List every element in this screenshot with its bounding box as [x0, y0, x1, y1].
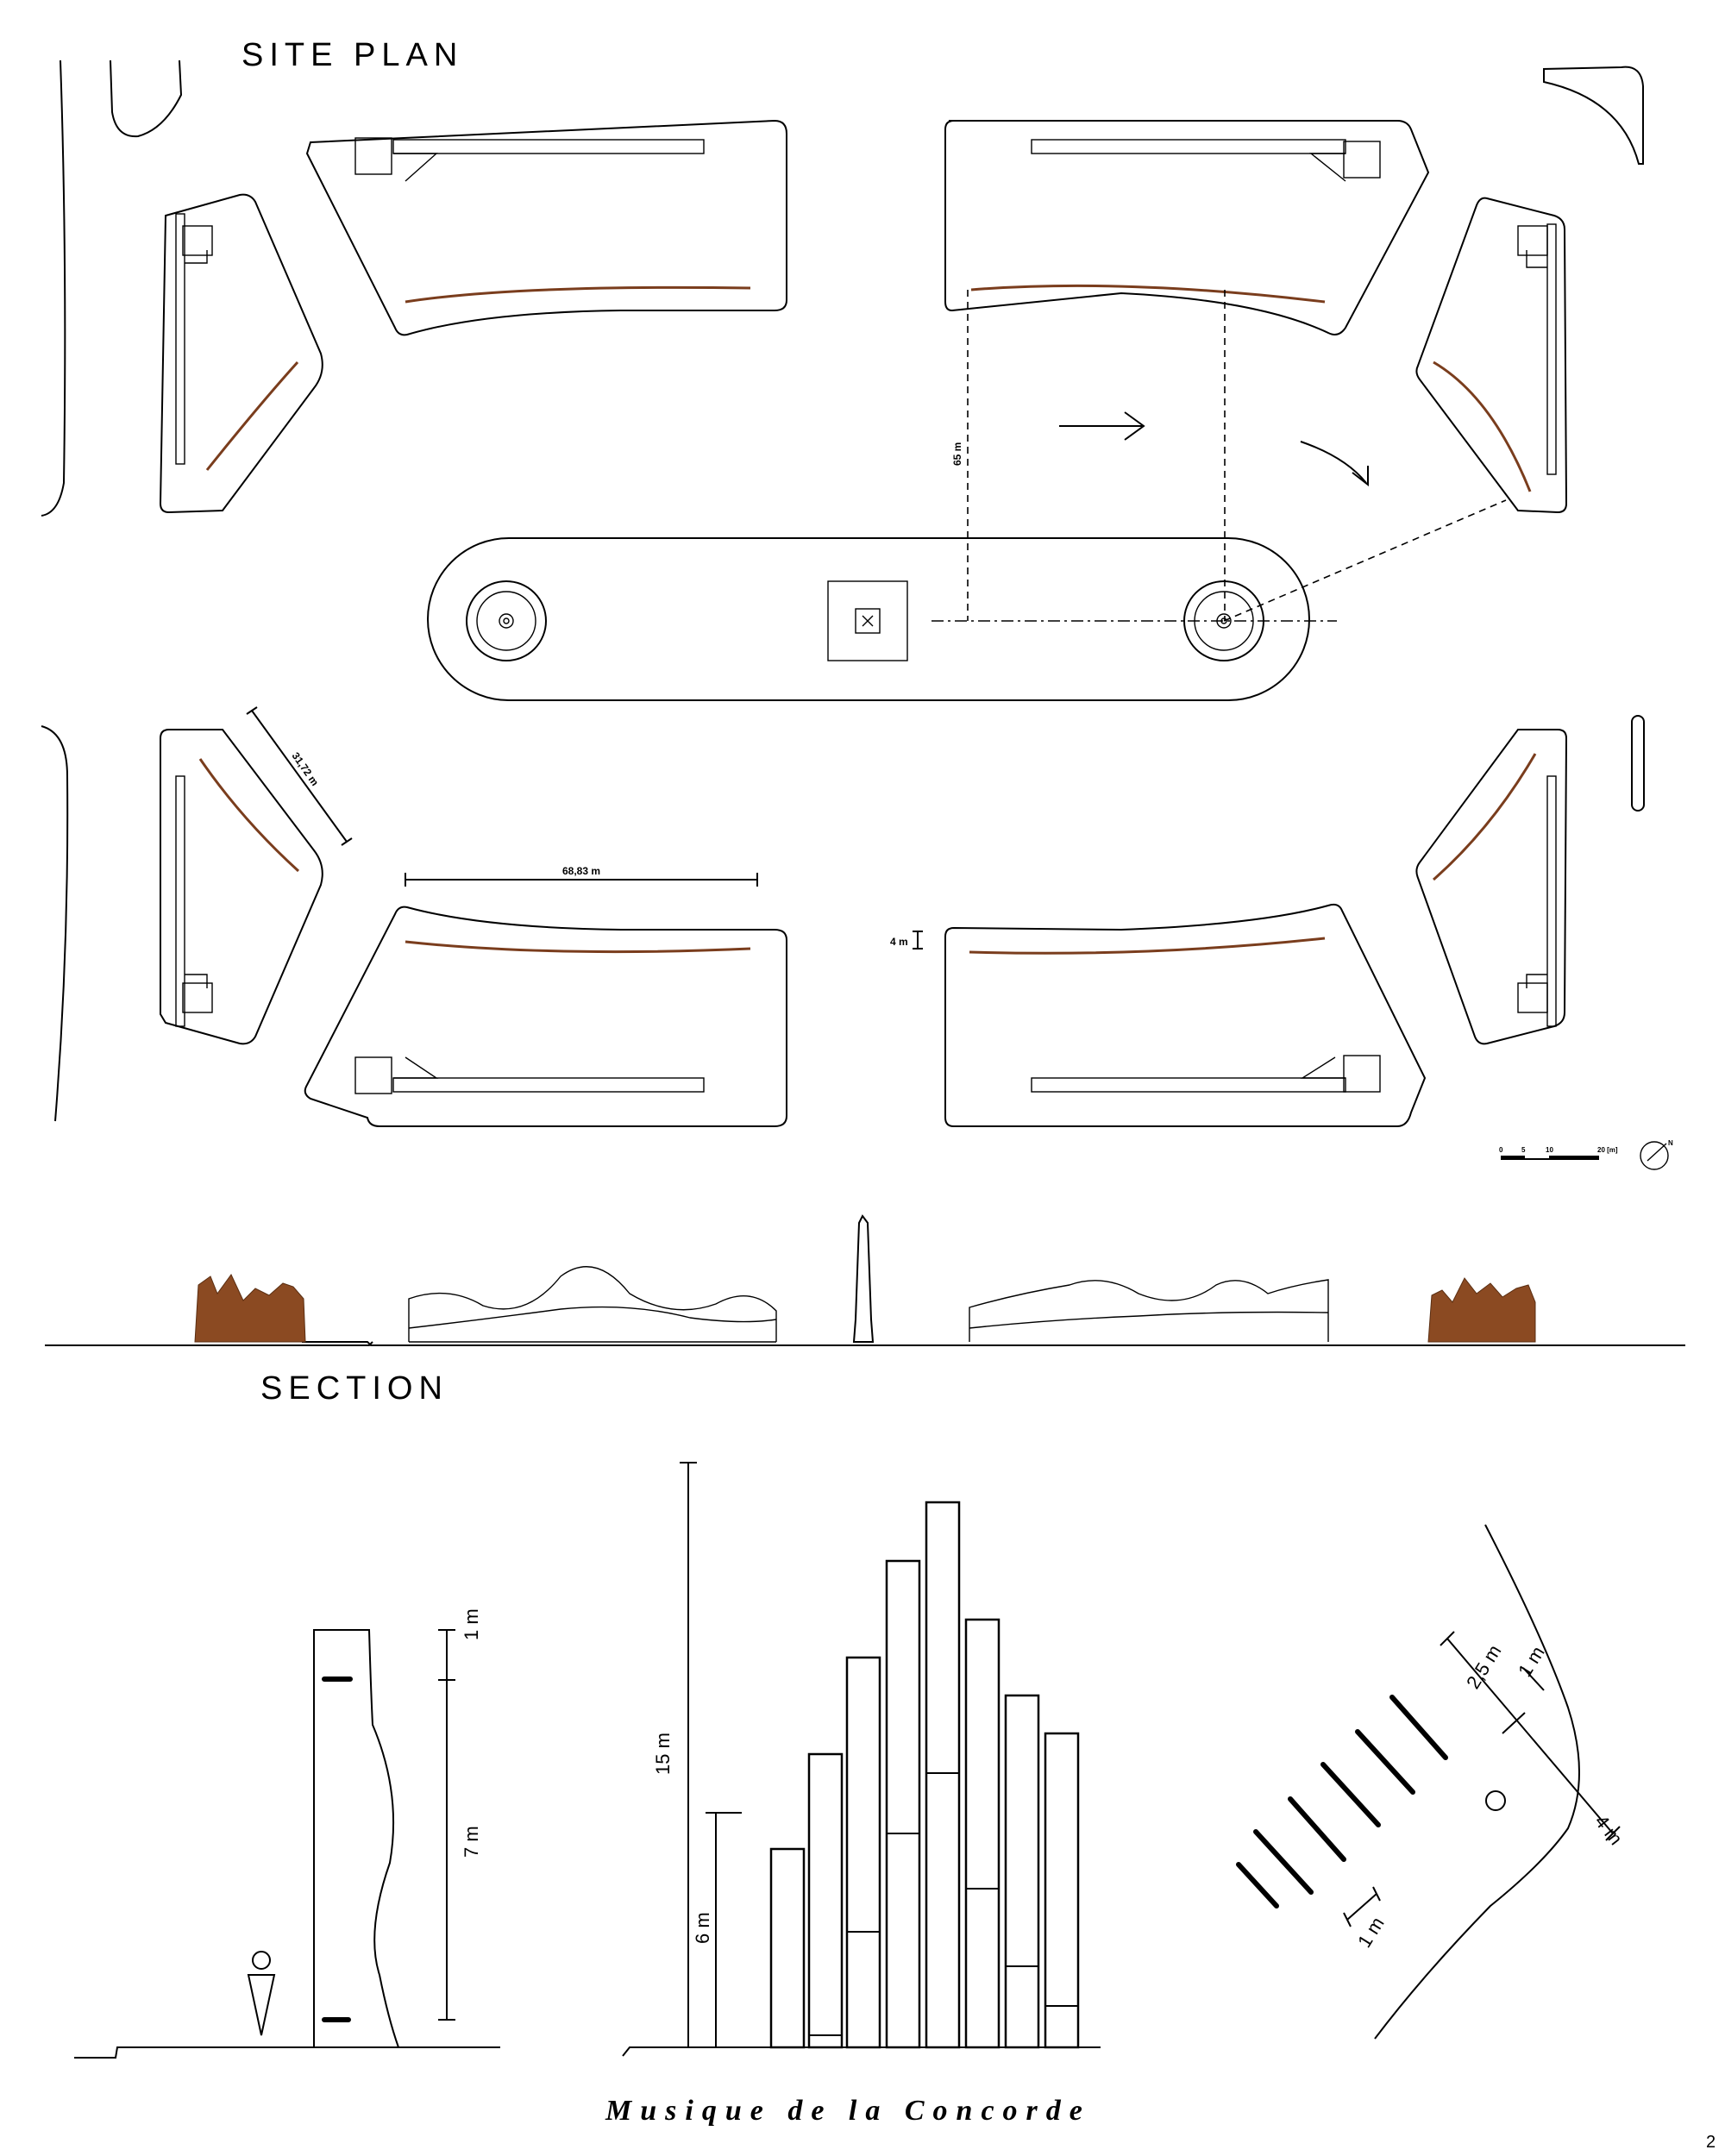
section-pipes-left [408, 1266, 777, 1343]
parcel-bottom-right-small [1415, 729, 1568, 1045]
north-label: N [1668, 1139, 1673, 1147]
pipe-bar [964, 1618, 1000, 2049]
parcel-bottom-left-small [160, 729, 323, 1045]
pipe-row [969, 937, 1326, 955]
street-corner-top [110, 60, 183, 138]
obelisk-section [852, 1214, 875, 1343]
person-head-icon [252, 1951, 271, 1970]
pipe-bar [807, 1752, 844, 2049]
parcel-bottom-left-large [304, 906, 787, 1127]
scale-tick-5: 5 [1521, 1146, 1526, 1154]
pipe-bar [1044, 1732, 1080, 2049]
parcel-top-right-large [944, 120, 1430, 335]
parcel-top-left-large [305, 119, 787, 336]
dim-max-label: 15 m [652, 1733, 674, 1775]
scale-tick-20: 20 [m] [1597, 1146, 1618, 1154]
pipe-row [1433, 360, 1532, 492]
dim-length-long-label: 68,83 m [562, 865, 600, 877]
pipe-row [1433, 753, 1537, 881]
dim-min-label: 6 m [692, 1912, 713, 1944]
person-body-icon [247, 1974, 276, 2036]
pipe-row [970, 284, 1326, 304]
scale-tick-0: 0 [1499, 1146, 1503, 1154]
dim-line-diag [246, 706, 353, 846]
parcel-top-right-small [1415, 197, 1568, 514]
pipe-row [205, 360, 299, 471]
section-wood-block-right [1427, 1277, 1536, 1343]
ground-line [45, 1341, 1685, 1346]
dim-edge-label: 4 m [1590, 1811, 1627, 1849]
pipe-row [405, 940, 751, 954]
fountain-west [466, 580, 547, 661]
pipe-elevation-detail: 1 m 7 m [74, 1608, 500, 2059]
obelisk-base [827, 580, 908, 661]
pipe-row [198, 758, 300, 873]
dim-line-long [405, 873, 758, 887]
scale-bar: 0 5 10 20 [m] [1499, 1146, 1618, 1160]
curved-arrow-icon [1300, 441, 1369, 487]
dim-body-label: 7 m [461, 1826, 482, 1858]
central-plaza [427, 537, 1310, 701]
dim-distance-label: 65 m [951, 442, 963, 466]
drawing-caption: Musique de la Concorde [605, 2095, 1091, 2127]
corner-island-top-right [1543, 66, 1644, 165]
pipe-marker-icon [1485, 1790, 1506, 1811]
pipe-bar [1004, 1694, 1040, 2049]
north-arrow-icon: N [1640, 1139, 1673, 1170]
section-title: SECTION [260, 1370, 448, 1407]
pipe-bar [925, 1501, 961, 2049]
street-edge-left-bottom [41, 725, 69, 1122]
pipe-layout-detail: 2,5 m 1 m 4 m 1 m [1236, 1524, 1627, 2040]
dim-spacing-label: 2,5 m [1462, 1641, 1505, 1693]
parcel-bottom-right-large [944, 903, 1427, 1127]
scale-tick-10: 10 [1546, 1146, 1553, 1154]
bollard-right [1631, 715, 1645, 812]
pipe-bar [769, 1847, 806, 2049]
section-pipes-right [969, 1279, 1329, 1342]
parcel-top-left-small [159, 193, 323, 514]
dim-spacing-label: 4 m [890, 936, 908, 948]
page-number: 2 [1706, 2133, 1716, 2152]
pipe-heights-detail: 15 m 6 m [622, 1462, 1101, 2057]
pipe-bar [845, 1656, 881, 2049]
dim-line-diagonal [1223, 499, 1507, 622]
street-edge-left-top [41, 60, 66, 517]
section-wood-block-left [194, 1274, 306, 1343]
dim-width-label: 1 m [1353, 1913, 1389, 1951]
arrow-right-icon [1059, 411, 1145, 441]
dim-line-spacing [913, 931, 923, 950]
site-plan-title: SITE PLAN [242, 37, 463, 73]
pipe-row [405, 285, 751, 304]
pipe-bar [885, 1559, 921, 2049]
dim-top-label: 1 m [461, 1608, 482, 1640]
